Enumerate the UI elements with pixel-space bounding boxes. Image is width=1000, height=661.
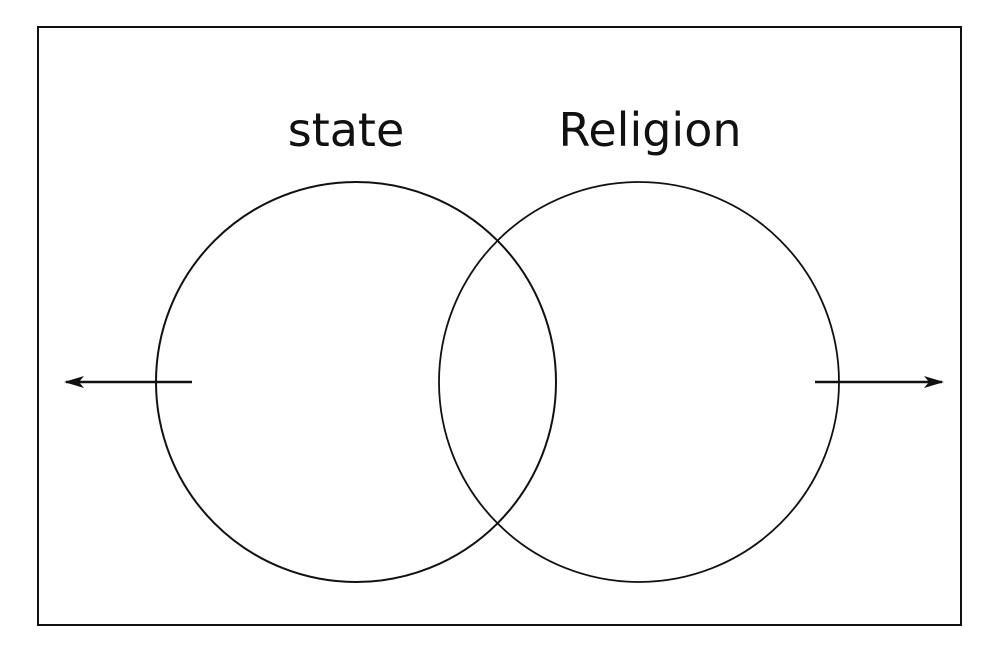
frame-border	[37, 26, 962, 626]
religion-label: Religion	[558, 103, 741, 157]
state-label: state	[288, 103, 405, 157]
